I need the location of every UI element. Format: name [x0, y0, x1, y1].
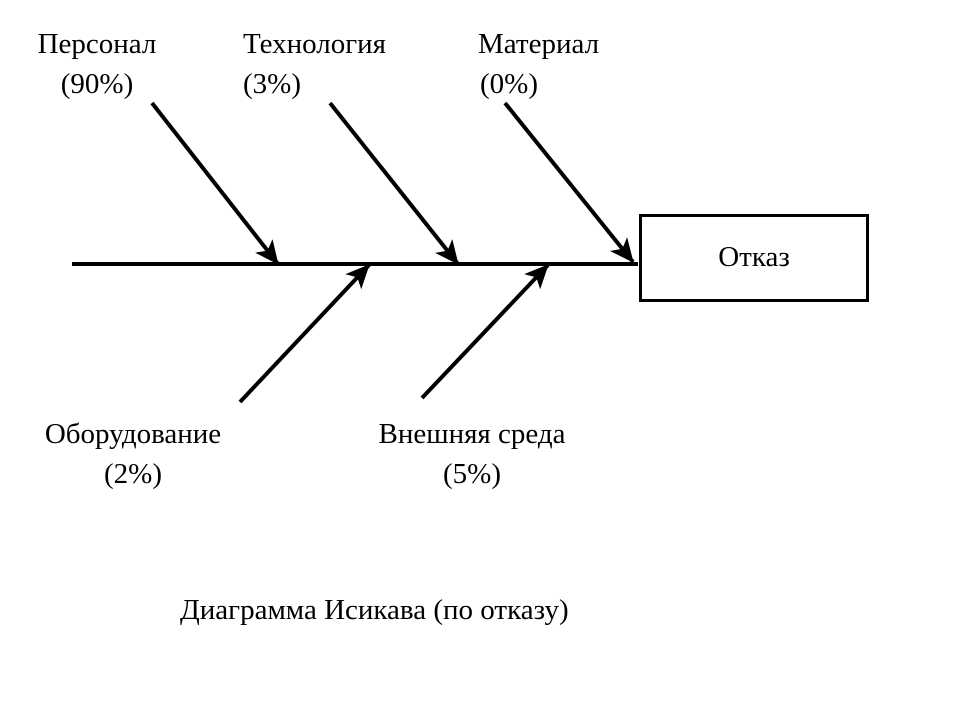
cause-share: (2%) — [104, 458, 162, 490]
cause-arrow-equipment — [238, 263, 371, 404]
cause-label-environment: Внешняя среда (5%) — [352, 414, 592, 494]
cause-label-equipment: Оборудование (2%) — [18, 414, 248, 494]
cause-name: Материал — [478, 28, 600, 60]
cause-name: Персонал — [37, 28, 157, 60]
cause-name: Внешняя среда — [378, 418, 566, 450]
effect-label: Отказ — [718, 241, 790, 273]
cause-label-technology: Технология (3%) — [243, 24, 423, 104]
cause-label-personnel: Персонал (90%) — [22, 24, 172, 104]
cause-name: Технология — [243, 28, 386, 60]
effect-box: Отказ — [639, 214, 869, 302]
cause-name: Оборудование — [44, 418, 222, 450]
cause-arrow-material — [503, 101, 635, 264]
cause-label-material: Материал (0%) — [478, 24, 638, 104]
cause-arrow-environment — [420, 263, 550, 400]
cause-share: (90%) — [60, 68, 134, 100]
cause-arrow-personnel — [150, 101, 280, 266]
cause-share: (5%) — [443, 458, 501, 490]
diagram-caption: Диаграмма Исикава (по отказу) — [180, 594, 569, 626]
cause-share: (0%) — [480, 68, 538, 100]
cause-arrow-technology — [328, 101, 460, 266]
cause-share: (3%) — [243, 68, 301, 100]
